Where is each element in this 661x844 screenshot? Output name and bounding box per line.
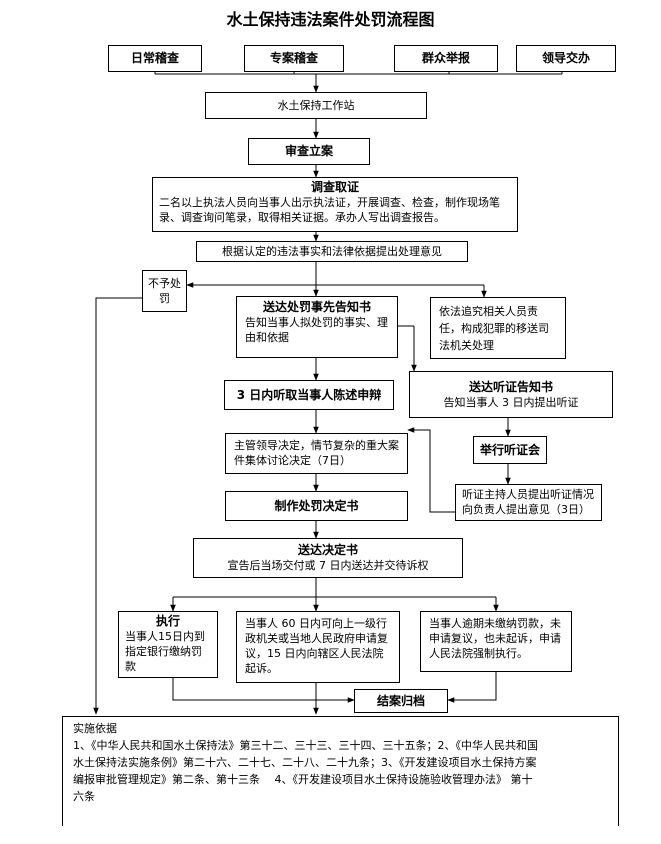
node-investigate: 调查取证 二名以上执法人员向当事人出示执法证，开展调查、检查，制作现场笔录、调查… [152, 177, 518, 232]
appeal-label: 当事人 60 日内可向上一级行政机关或当地人民政府申请复议，15 日内向辖区人民… [245, 617, 388, 675]
node-review: 审查立案 [248, 138, 370, 165]
investigate-title: 调查取证 [310, 180, 359, 194]
decision-label: 主管领导决定，情节复杂的重大案件集体讨论决定（7日） [234, 439, 399, 467]
close-label: 结案归档 [376, 693, 425, 708]
source-label: 日常稽查 [130, 51, 179, 65]
basis-line: 六条 [73, 790, 95, 803]
connector-enforce-to-close [447, 672, 497, 703]
source-daily-inspection: 日常稽查 [108, 45, 202, 72]
connector-execute-to-close [172, 678, 355, 703]
node-statement: 3 日内听取当事人陈述申辩 [224, 380, 394, 410]
node-hearing-report: 听证主持人员提出听证情况向负责人提出意见（3日） [455, 484, 602, 521]
criminal-label: 依法追究相关人员责任，构成犯罪的移送司法机关处理 [439, 305, 549, 352]
investigate-body: 二名以上执法人员向当事人出示执法证，开展调查、检查，制作现场笔录、调查询问笔录，… [159, 196, 500, 224]
notice-title: 送达处罚事先告知书 [262, 300, 371, 314]
enforce-label: 当事人逾期未缴纳罚款，未申请复议，也未起诉，申请人民法院强制执行。 [429, 617, 561, 660]
connector-report-to-decision [407, 427, 460, 513]
source-public-report: 群众举报 [394, 45, 498, 72]
node-criminal: 依法追究相关人员责任，构成犯罪的移送司法机关处理 [430, 297, 566, 359]
node-make-decision: 制作处罚决定书 [225, 491, 408, 521]
page-title: 水土保持违法案件处罚流程图 [226, 10, 435, 29]
execute-body: 当事人15日内到指定银行缴纳罚款 [125, 630, 205, 673]
basis-line: 1、《中华人民共和国水土保持法》第三十二、三十三、三十四、三十五条；2、《中华人… [73, 739, 538, 752]
opinion-label: 根据认定的违法事实和法律依据提出处理意见 [222, 245, 442, 258]
make-decision-label: 制作处罚决定书 [274, 498, 359, 513]
review-label: 审查立案 [284, 144, 333, 158]
basis-line: 编报审批管理规定》第二条、第十三条 4、《开发建设项目水土保持设施验收管理办法》… [73, 773, 533, 786]
hearing-notice-body: 告知当事人 3 日内提出听证 [443, 395, 579, 409]
node-station: 水土保持工作站 [205, 92, 427, 119]
node-close: 结案归档 [354, 689, 448, 713]
node-execute: 执行 当事人15日内到指定银行缴纳罚款 [118, 611, 218, 678]
node-appeal: 当事人 60 日内可向上一级行政机关或当地人民政府申请复议，15 日内向辖区人民… [236, 611, 400, 683]
node-deliver: 送达决定书 宣告后当场交付或 7 日内送达并交待诉权 [193, 538, 463, 578]
source-label: 领导交办 [541, 51, 590, 65]
node-hearing-notice: 送达听证告知书 告知当事人 3 日内提出听证 [409, 371, 613, 418]
source-special-inspection: 专案稽查 [244, 45, 344, 72]
notice-body: 告知当事人拟处罚的事实、理由和依据 [245, 316, 388, 344]
source-label: 专案稽查 [269, 51, 318, 65]
node-no-penalty: 不予处罚 [142, 270, 187, 312]
source-leader-assigned: 领导交办 [516, 45, 616, 72]
node-opinion: 根据认定的违法事实和法律依据提出处理意见 [196, 241, 468, 262]
node-notice: 送达处罚事先告知书 告知当事人拟处罚的事实、理由和依据 [236, 296, 398, 358]
implementation-basis: 实施依据 1、《中华人民共和国水土保持法》第三十二、三十三、三十四、三十五条；2… [62, 716, 619, 826]
node-hearing: 举行听证会 [473, 436, 547, 464]
source-label: 群众举报 [421, 51, 470, 65]
deliver-title: 送达决定书 [297, 543, 358, 557]
basis-line: 水土保持法实施条例》第二十六、二十七、二十八、二十九条；3、《开发建设项目水土保… [73, 756, 537, 769]
hearing-notice-title: 送达听证告知书 [468, 379, 553, 394]
node-enforce: 当事人逾期未缴纳罚款，未申请复议，也未起诉，申请人民法院强制执行。 [420, 611, 572, 672]
statement-label: 3 日内听取当事人陈述申辩 [236, 387, 382, 402]
deliver-body: 宣告后当场交付或 7 日内送达并交待诉权 [227, 559, 429, 572]
station-label: 水土保持工作站 [277, 99, 355, 112]
hearing-report-label: 听证主持人员提出听证情况向负责人提出意见（3日） [462, 488, 594, 516]
execute-title: 执行 [155, 614, 180, 628]
connector-no-penalty-trunk [95, 297, 142, 703]
basis-heading: 实施依据 [73, 722, 117, 735]
node-decision: 主管领导决定，情节复杂的重大案件集体讨论决定（7日） [225, 433, 408, 474]
no-penalty-label: 不予处罚 [148, 277, 181, 305]
hearing-label: 举行听证会 [479, 442, 540, 457]
